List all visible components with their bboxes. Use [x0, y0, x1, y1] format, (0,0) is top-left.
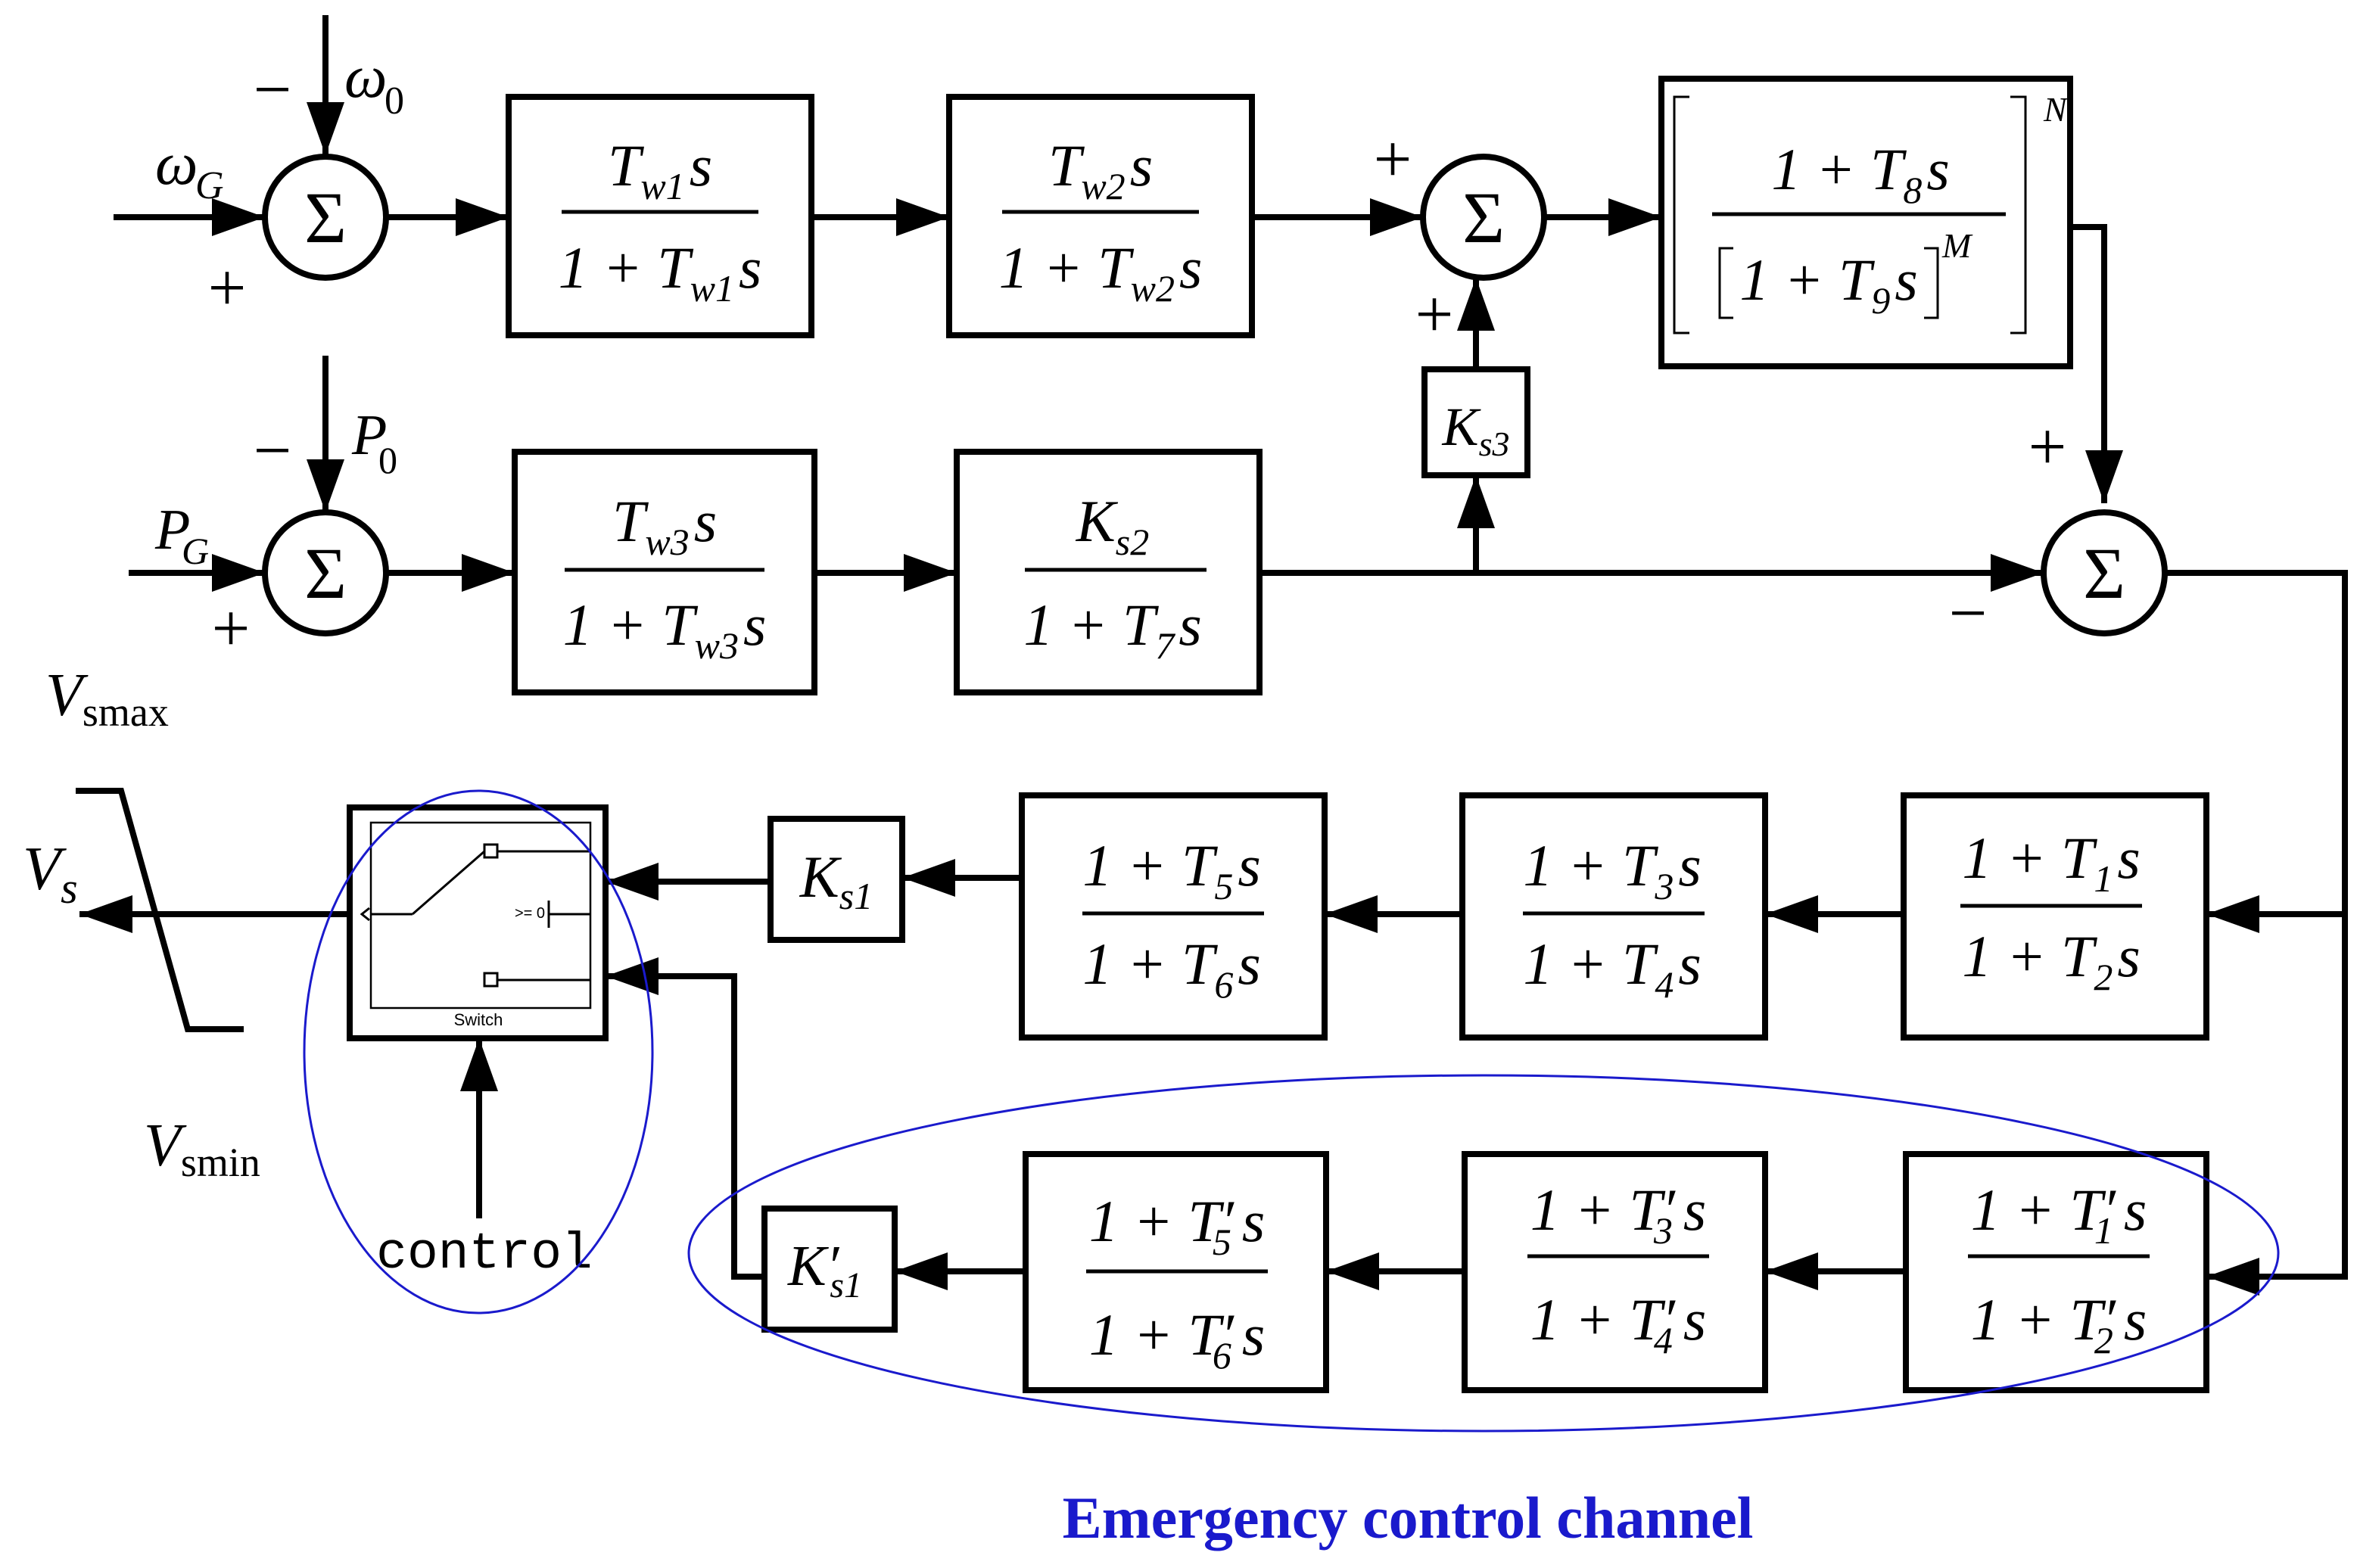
svg-text:1 + T7s: 1 + T7s [1023, 592, 1201, 667]
svg-text:Tw1s: Tw1s [608, 132, 712, 207]
svg-text:Ks3: Ks3 [1442, 397, 1510, 463]
svg-text:Σ: Σ [1462, 177, 1505, 258]
p-g-label: P [154, 498, 190, 562]
washout-block-tw3: Tw3s 1 + Tw3s [512, 449, 817, 695]
svg-text:Σ: Σ [2083, 533, 2125, 614]
plus-sign: + [208, 250, 247, 325]
switch-label: Switch [454, 1010, 503, 1029]
torsional-filter-block: N 1 + T8s 1 + T9s M [1658, 76, 2073, 369]
gain-block-ks1-prime: K′s1 [761, 1206, 898, 1333]
output-limiter [76, 788, 244, 1032]
svg-text:1 + T3s: 1 + T3s [1523, 832, 1701, 907]
exponent-m: M [1941, 226, 1973, 265]
sigma-symbol: Σ [304, 177, 347, 258]
lead-lag-block-3: 1 + T5s 1 + T6s [1019, 792, 1328, 1041]
svg-text:1 + T′6s: 1 + T′6s [1089, 1302, 1265, 1377]
svg-text:Ks1: Ks1 [799, 844, 873, 917]
vs-output-label: Vs [23, 834, 78, 913]
vsmax-label: Vsmax [45, 662, 169, 735]
emergency-channel-caption: Emergency control channel [1063, 1485, 1754, 1551]
minus-sign: − [1949, 576, 1988, 651]
power-input-channel: Σ − + P G P 0 [129, 356, 515, 666]
switch-highlight-ellipse [303, 789, 654, 1314]
switch-threshold: >= 0 [515, 905, 545, 922]
p-0-label: P [351, 403, 387, 467]
vsmin-label: Vsmin [144, 1112, 260, 1185]
svg-text:1 + T9s: 1 + T9s [1739, 247, 1917, 322]
svg-text:1 + T′5s: 1 + T′5s [1089, 1188, 1265, 1263]
svg-text:Tw2s: Tw2s [1048, 132, 1153, 207]
speed-input-channel: Σ − + ω G ω 0 [114, 15, 509, 325]
svg-text:1 + Tw1s: 1 + Tw1s [559, 235, 762, 310]
svg-text:1 + T′2s: 1 + T′2s [1971, 1286, 2147, 1361]
svg-text:1 + T1s: 1 + T1s [1962, 825, 2140, 900]
svg-text:Tw3s: Tw3s [612, 488, 717, 563]
plus-sign: + [2029, 409, 2067, 484]
svg-text:1 + T′3s: 1 + T′3s [1530, 1177, 1706, 1252]
gain-block-ks3: Ks3 [1421, 366, 1530, 478]
gain-block-ks1: Ks1 [768, 816, 905, 943]
svg-text:1 + T′1s: 1 + T′1s [1971, 1177, 2147, 1252]
omega-0-sub: 0 [385, 79, 404, 123]
washout-block-tw2: Tw2s 1 + Tw2s [946, 94, 1255, 338]
svg-text:K′s1: K′s1 [787, 1234, 862, 1305]
svg-text:1 + T8s: 1 + T8s [1771, 136, 1949, 211]
control-label: control [376, 1225, 593, 1283]
svg-text:1 + T4s: 1 + T4s [1523, 931, 1701, 1006]
gain-block-ks2: Ks2 1 + T7s [954, 449, 1263, 695]
summing-junction-right: Σ + − [1949, 409, 2168, 651]
svg-text:1 + T6s: 1 + T6s [1082, 931, 1260, 1006]
lead-lag-block-2: 1 + T3s 1 + T4s [1459, 792, 1768, 1041]
p-0-sub: 0 [378, 439, 397, 481]
svg-text:1 + Tw2s: 1 + Tw2s [999, 235, 1203, 310]
omega-g-label: ω [155, 131, 198, 198]
plus-sign: + [1374, 122, 1412, 197]
switch-block: >= 0 Switch [347, 804, 609, 1041]
svg-text:1 + T2s: 1 + T2s [1962, 923, 2140, 998]
omega-0-label: ω [344, 44, 387, 110]
p-g-sub: G [182, 530, 209, 572]
exponent-n: N [2043, 90, 2069, 129]
summing-junction-mid: Σ + + [1374, 122, 1547, 352]
plus-sign: + [212, 591, 251, 666]
svg-text:1 + T5s: 1 + T5s [1082, 832, 1260, 907]
emergency-channel-ellipse [687, 1074, 2280, 1433]
svg-text:Σ: Σ [304, 533, 347, 614]
minus-sign: − [254, 52, 292, 127]
svg-text:1 + T′4s: 1 + T′4s [1530, 1286, 1706, 1361]
washout-block-tw1: Tw1s 1 + Tw1s [506, 94, 814, 338]
lead-lag-block-1: 1 + T1s 1 + T2s [1901, 792, 2209, 1041]
omega-g-sub: G [195, 164, 224, 207]
minus-sign: − [254, 413, 292, 488]
svg-text:Ks2: Ks2 [1076, 488, 1150, 563]
plus-sign: + [1415, 277, 1454, 352]
svg-text:1 + Tw3s: 1 + Tw3s [563, 592, 767, 667]
